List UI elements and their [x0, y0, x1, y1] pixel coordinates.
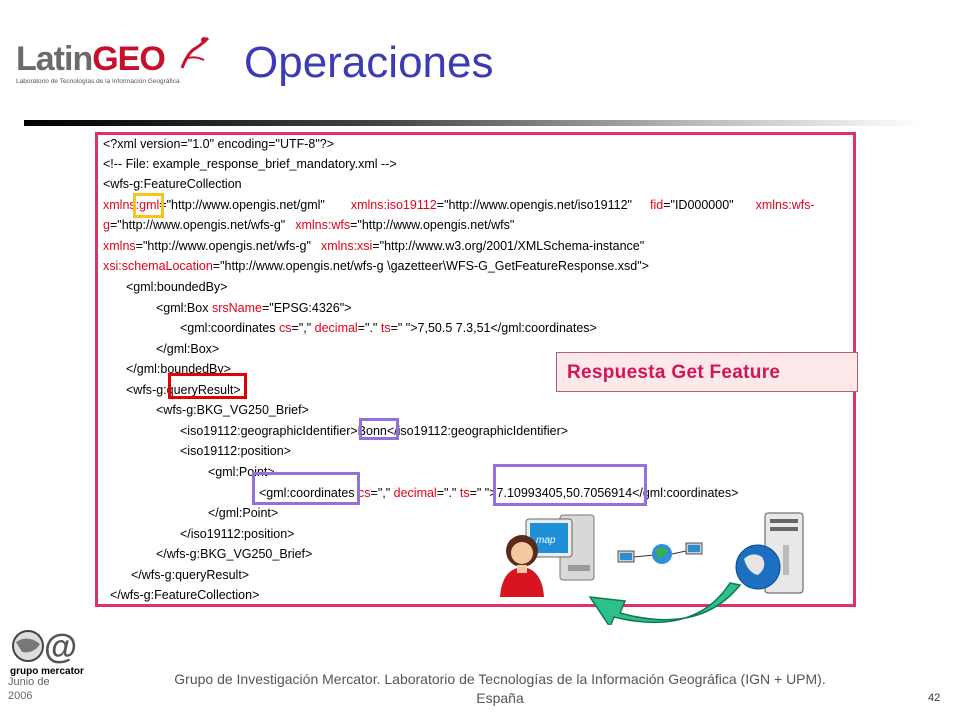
code-line-2: <!-- File: example_response_brief_mandat… — [103, 157, 397, 171]
code-line-19: </gml:Point> — [208, 506, 279, 520]
logo-geo: GEO — [92, 40, 166, 78]
page-number: 42 — [928, 692, 941, 704]
tag-gml-coordinates-point: <gml:coordinates — [259, 486, 359, 500]
attr-xmlns-xsi: xmlns:xsi — [320, 239, 373, 253]
latingeo-logo: LatinGEO Laboratorio de Tecnologías de l… — [14, 36, 214, 96]
code-line-20: </iso19112:position> — [180, 527, 295, 541]
highlight-bonn — [359, 418, 399, 440]
attr-decimal-point: decimal — [393, 486, 437, 500]
attr-xmlns: xmlns — [103, 239, 136, 253]
logo-brand-text: LatinGEO — [16, 40, 166, 79]
attr-xmlns-wfs: xmlns:wfs — [295, 218, 351, 232]
value-wfs-ns: ="http://www.opengis.net/wfs" — [350, 218, 515, 232]
code-line-11: </gml:Box> — [156, 342, 220, 356]
attr-decimal: decimal — [314, 321, 358, 335]
attr-srsname: srsName — [211, 301, 262, 315]
attr-xmlns-gml: xmlns:gml — [103, 198, 160, 212]
page-title: Operaciones — [244, 38, 494, 87]
footer-date-month: Junio de — [8, 676, 50, 688]
code-line-22: </wfs-g:queryResult> — [131, 568, 250, 582]
mercator-logo-text: grupo mercator — [10, 666, 84, 677]
value-cs: ="," — [291, 321, 315, 335]
client-server-illustration: map — [500, 512, 804, 625]
logo-latin: Latin — [16, 40, 93, 78]
value-wfs-g-ns: ="http://www.opengis.net/wfs-g" — [109, 218, 286, 232]
callout-label: Respuesta Get Feature — [567, 362, 781, 383]
value-coordinates-point: =" ">7.10993405,50.7056914</gml:coordina… — [469, 486, 739, 500]
code-line-15: <iso19112:geographicIdentifier>Bonn</iso… — [180, 424, 569, 438]
mercator-logo: @ grupo mercator — [6, 622, 98, 682]
code-line-18: <gml:coordinates cs="," decimal="." ts="… — [259, 486, 738, 500]
logo-tagline: Laboratorio de Tecnologías de la Informa… — [16, 78, 180, 85]
server-globe-icon — [735, 512, 804, 594]
code-line-13: <wfs-g:queryResult> — [126, 383, 241, 397]
code-line-3: <wfs-g:FeatureCollection — [103, 177, 242, 191]
attr-schema-location: xsi:schemaLocation — [103, 259, 213, 273]
code-line-9: <gml:Box srsName="EPSG:4326"> — [156, 301, 351, 315]
tag-gml-coordinates: <gml:coordinates — [180, 321, 280, 335]
highlight-gml-prefix — [133, 193, 164, 218]
value-schema-location: ="http://www.opengis.net/wfs-g \gazettee… — [212, 259, 649, 273]
header-divider — [24, 120, 924, 126]
highlight-gml-coordinates — [252, 472, 360, 505]
code-line-17: <gml:Point> — [208, 465, 275, 479]
code-line-8: <gml:boundedBy> — [126, 280, 228, 294]
value-iso-ns: ="http://www.opengis.net/iso19112" — [436, 198, 632, 212]
value-srsname: ="EPSG:4326"> — [261, 301, 352, 315]
code-line-21: </wfs-g:BKG_VG250_Brief> — [156, 547, 313, 561]
attr-cs-point: cs — [358, 486, 371, 500]
value-gml-ns: ="http://www.opengis.net/gml" — [159, 198, 325, 212]
network-connection-icon — [617, 542, 703, 564]
value-cs-point: ="," — [370, 486, 394, 500]
logo-figure-icon — [180, 36, 210, 69]
code-line-12: </gml:boundedBy> — [126, 362, 231, 376]
attr-cs: cs — [279, 321, 292, 335]
mercator-globe-icon: @ — [8, 628, 96, 679]
attr-xmlns-wfs-g: xmlns:wfs- — [755, 198, 815, 212]
code-line-4: xmlns:gml="http://www.opengis.net/gml" xm… — [103, 198, 815, 212]
attr-ts: ts — [380, 321, 391, 335]
code-line-5: g="http://www.opengis.net/wfs-g" xmlns:wf… — [103, 218, 514, 232]
attr-fid: fid — [650, 198, 664, 212]
attr-wfs-g-cont: g — [103, 218, 110, 232]
footer-line-1: Grupo de Investigación Mercator. Laborat… — [174, 671, 826, 687]
footer-line-2: España — [476, 690, 524, 706]
computer-map-icon: map — [525, 514, 595, 581]
value-decimal-point: ="." — [436, 486, 460, 500]
highlight-coordinate-values — [493, 464, 647, 506]
response-callout: Respuesta Get Feature — [556, 352, 858, 392]
code-line-10: <gml:coordinates cs="," decimal="." ts="… — [180, 321, 597, 335]
svg-text:@: @ — [44, 628, 77, 666]
value-xsi-ns: ="http://www.w3.org/2001/XMLSchema-insta… — [372, 239, 645, 253]
curved-arrow-icon — [588, 582, 742, 625]
value-decimal: ="." — [357, 321, 381, 335]
code-line-14: <wfs-g:BKG_VG250_Brief> — [156, 403, 309, 417]
code-line-6: xmlns="http://www.opengis.net/wfs-g" xmln… — [103, 239, 644, 253]
user-avatar-icon — [500, 535, 544, 597]
attr-xmlns-iso19112: xmlns:iso19112 — [350, 198, 437, 212]
code-line-7: xsi:schemaLocation="http://www.opengis.n… — [103, 259, 649, 273]
value-default-ns: ="http://www.opengis.net/wfs-g" — [135, 239, 311, 253]
value-fid: ="ID000000" — [663, 198, 734, 212]
code-line-1: <?xml version="1.0" encoding="UTF-8"?> — [103, 137, 335, 151]
footer-credits: Grupo de Investigación Mercator. Laborat… — [120, 670, 880, 708]
footer-date-year: 2006 — [8, 690, 33, 702]
value-coordinates-box: =" ">7,50.5 7.3,51</gml:coordinates> — [390, 321, 597, 335]
code-line-16: <iso19112:position> — [180, 444, 291, 458]
map-screen-label: map — [536, 535, 556, 546]
code-line-23: </wfs-g:FeatureCollection> — [110, 588, 260, 602]
highlight-query-result — [168, 373, 247, 399]
footer-date: Junio de 2006 — [8, 675, 68, 703]
attr-ts-point: ts — [459, 486, 470, 500]
tag-gml-box: <gml:Box — [156, 301, 212, 315]
